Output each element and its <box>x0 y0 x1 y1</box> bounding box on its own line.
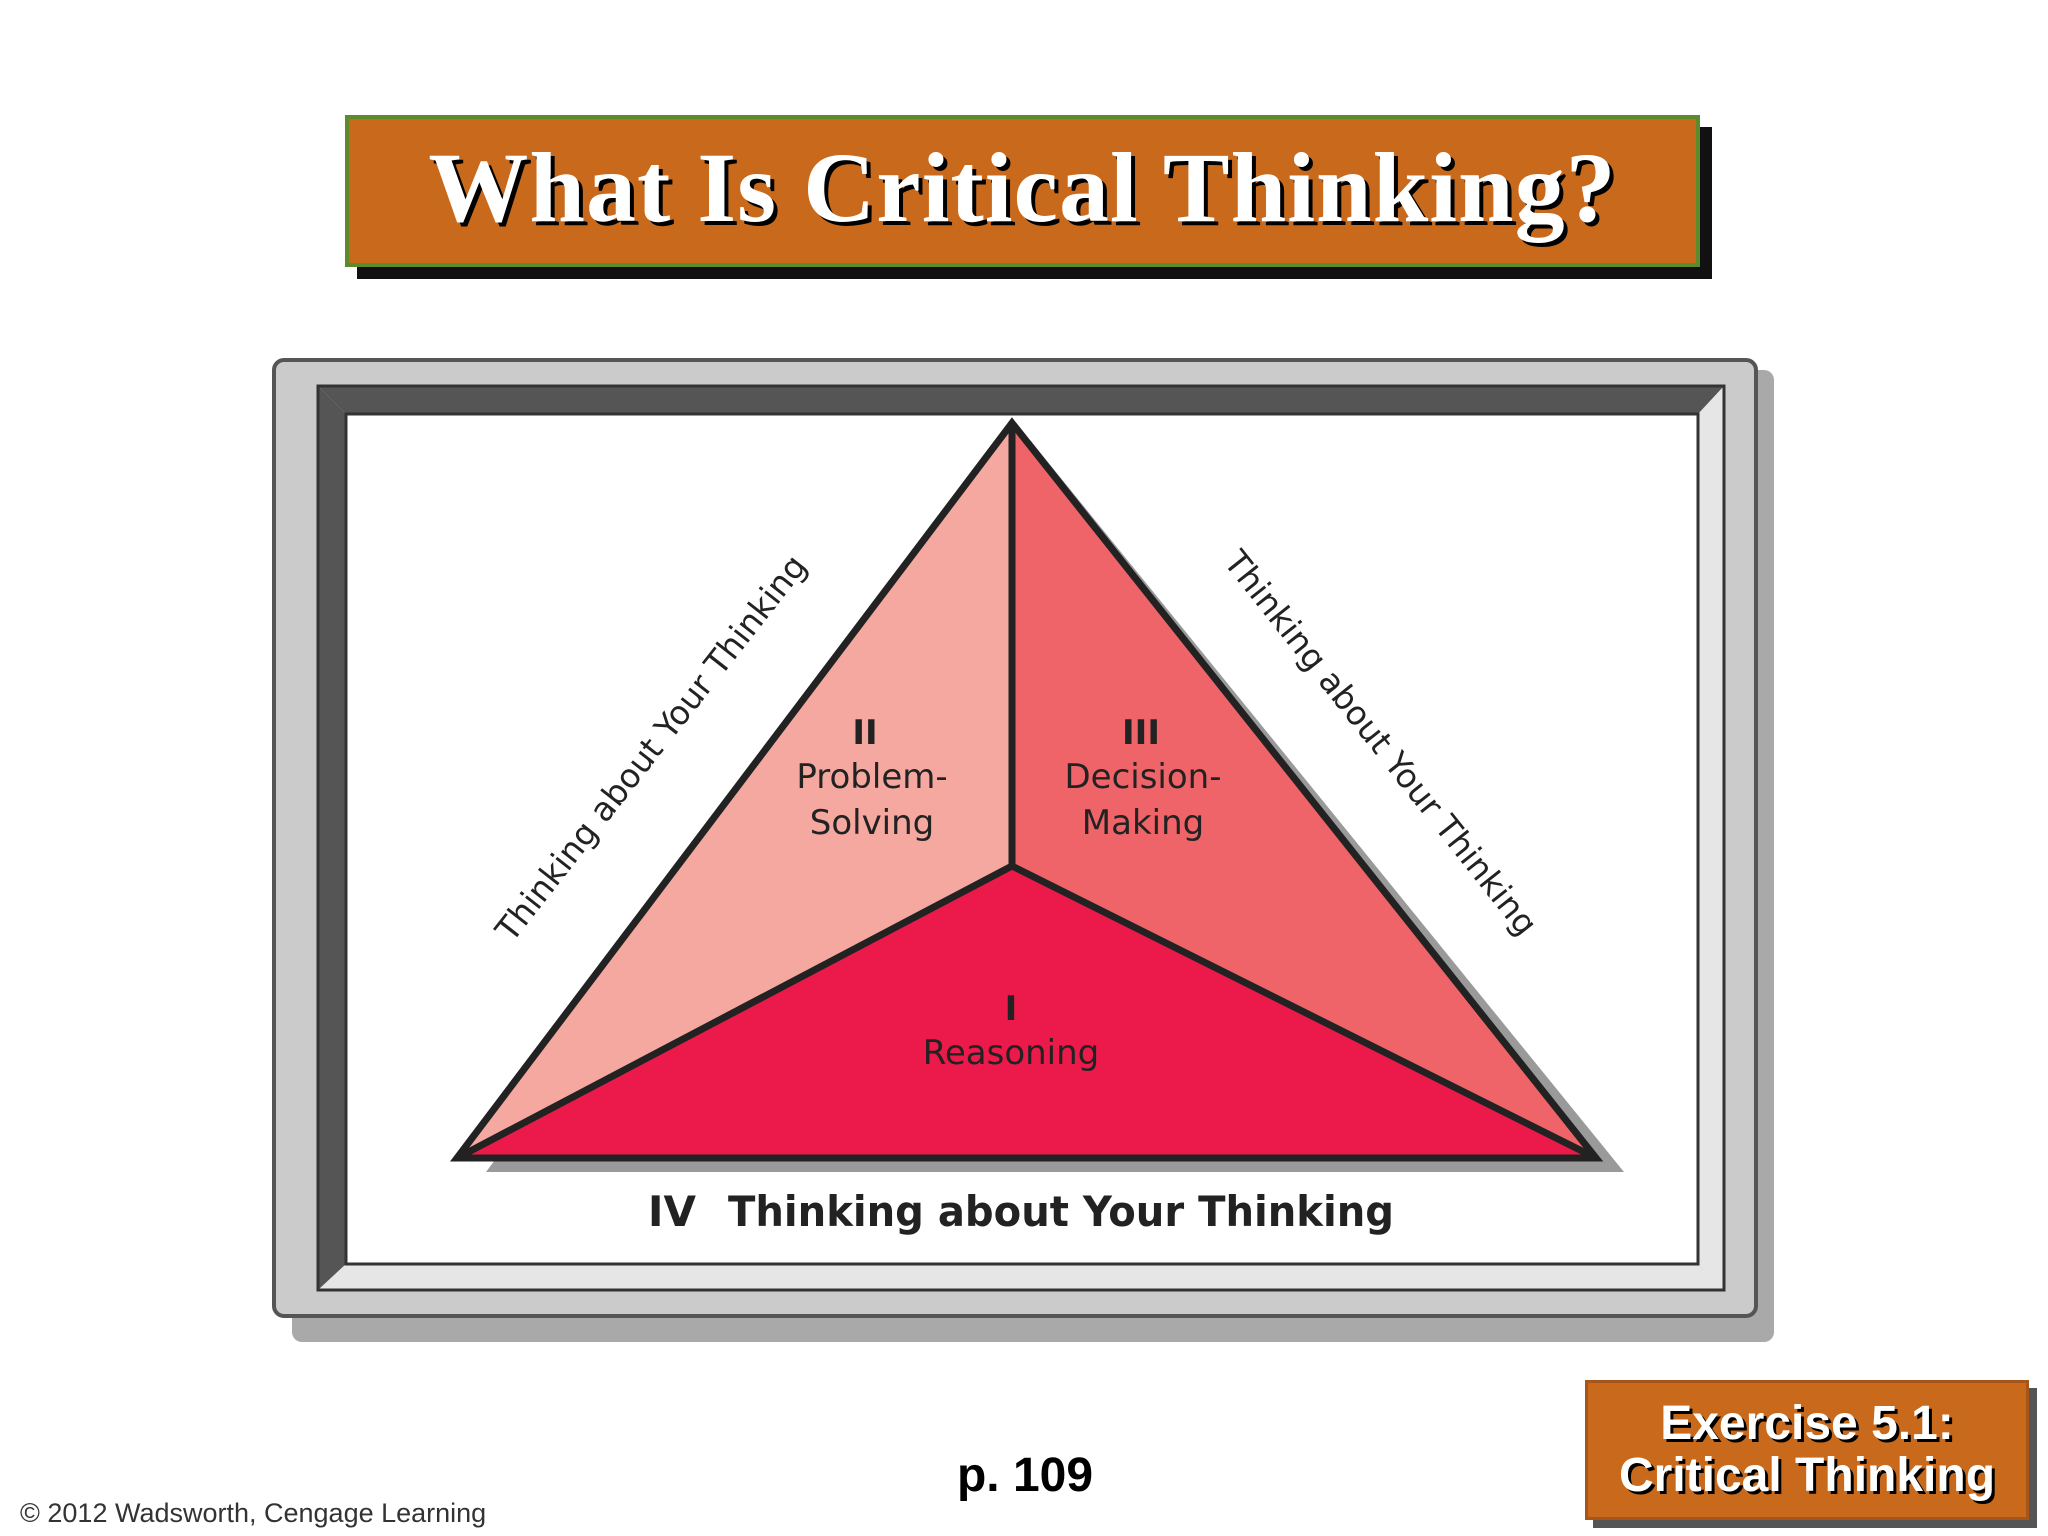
region-ii-numeral: II <box>852 713 877 753</box>
region-ii-line1: Problem- <box>796 757 947 797</box>
bottom-label-numeral: IV <box>648 1187 697 1236</box>
frame-bevel-right <box>1698 386 1724 1290</box>
triangle-outline <box>449 417 1604 1162</box>
title-banner: What Is Critical Thinking? <box>345 115 1700 267</box>
frame-bevel-top <box>318 386 1724 414</box>
exercise-title: Critical Thinking <box>1618 1449 1996 1502</box>
exercise-label: Exercise 5.1: <box>1660 1397 1954 1450</box>
region-i-line1: Reasoning <box>923 1033 1100 1073</box>
divider-left <box>455 862 1014 1162</box>
divider-right <box>1010 862 1598 1162</box>
region-ii-line2: Solving <box>810 803 935 843</box>
region-iii-line1: Decision- <box>1064 757 1221 797</box>
page-title: What Is Critical Thinking? <box>428 131 1617 243</box>
copyright-notice: © 2012 Wadsworth, Cengage Learning <box>20 1498 487 1528</box>
frame-bevel-bottom <box>318 1264 1724 1290</box>
region-iii-numeral: III <box>1122 713 1160 753</box>
bottom-label-text: Thinking about Your Thinking <box>728 1187 1394 1236</box>
region-iii-line2: Making <box>1082 803 1204 843</box>
frame-bevel-outline <box>316 384 1726 1292</box>
region-i-numeral: I <box>1005 989 1018 1029</box>
exercise-badge: Exercise 5.1: Critical Thinking <box>1585 1380 2029 1520</box>
frame-bevel-left <box>318 386 346 1290</box>
page-reference: p. 109 <box>956 1449 1094 1502</box>
region-reasoning <box>457 866 1596 1158</box>
